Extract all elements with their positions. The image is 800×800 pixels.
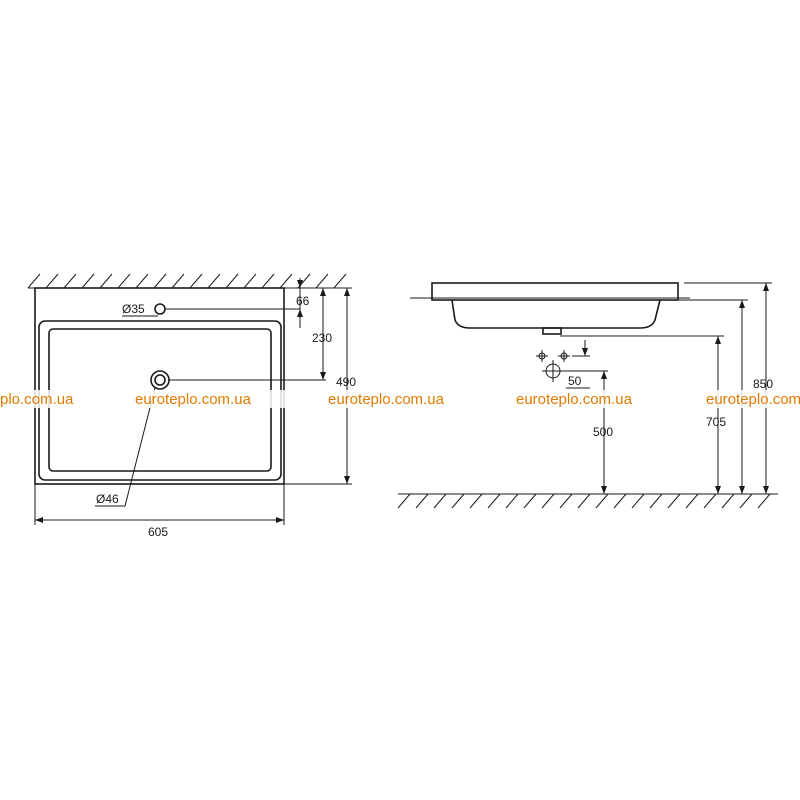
watermark-row: plo.com.ua euroteplo.com.ua euroteplo.co… xyxy=(0,390,800,408)
basin-top-slab xyxy=(431,282,679,301)
watermark-text-2: euroteplo.com.ua xyxy=(135,391,252,408)
basin-drain-stub xyxy=(542,327,562,335)
watermark-text-1: plo.com.ua xyxy=(0,391,74,408)
wall-hatch-left xyxy=(27,273,347,289)
dim-50-arrow xyxy=(582,348,588,356)
dim-850-label: 850 xyxy=(753,377,773,391)
drain-inner xyxy=(154,374,166,386)
drain-diameter-label: Ø46 xyxy=(96,492,119,506)
dim-490-arrow-bottom xyxy=(344,476,350,484)
tap-hole xyxy=(154,303,166,315)
dim-66-arrow-bottom xyxy=(297,309,303,317)
basin-bowl-profile xyxy=(451,299,661,329)
dim-500-arrow-bottom xyxy=(601,486,607,494)
dim-230-arrow-top xyxy=(320,288,326,296)
dim-705-label: 705 xyxy=(706,415,726,429)
dim-66-label: 66 xyxy=(296,294,310,308)
drain-outer xyxy=(150,370,170,390)
dim-66-arrow-top xyxy=(297,280,303,288)
watermark-text-3: euroteplo.com.ua xyxy=(328,391,445,408)
dim-middle-arrow-bottom xyxy=(739,486,745,494)
side-view: 50 500 705 850 xyxy=(397,282,778,509)
dim-50-label: 50 xyxy=(568,374,582,388)
tap-hole-diameter-label: Ø35 xyxy=(122,302,145,316)
dim-605-arrow-right xyxy=(276,517,284,523)
dim-230-arrow-bottom xyxy=(320,372,326,380)
dim-490-arrow-top xyxy=(344,288,350,296)
dim-605-arrow-left xyxy=(35,517,43,523)
waste-fitting-symbols xyxy=(536,350,570,382)
dim-500-arrow-top xyxy=(601,371,607,379)
floor-hatch xyxy=(397,493,771,509)
dim-230-label: 230 xyxy=(312,331,332,345)
dim-850-arrow-top xyxy=(763,283,769,291)
watermark-text-5: euroteplo.com.ua xyxy=(706,391,800,408)
dim-705-arrow-bottom xyxy=(715,486,721,494)
dim-middle-arrow-top xyxy=(739,300,745,308)
dim-850-arrow-bottom xyxy=(763,486,769,494)
dim-705-arrow-top xyxy=(715,336,721,344)
dim-500-label: 500 xyxy=(593,425,613,439)
dim-605-label: 605 xyxy=(148,525,168,539)
basin-outer-outline xyxy=(34,287,285,485)
dim-490-label: 490 xyxy=(336,375,356,389)
watermark-text-4: euroteplo.com.ua xyxy=(516,391,633,408)
